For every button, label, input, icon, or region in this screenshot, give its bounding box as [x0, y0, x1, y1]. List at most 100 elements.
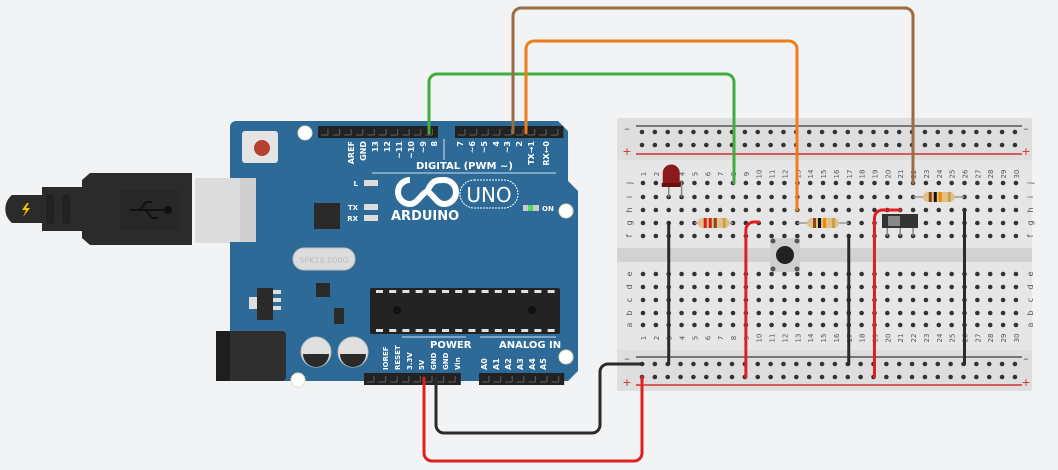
- rail-hole[interactable]: [742, 142, 748, 148]
- rail-hole[interactable]: [832, 361, 838, 367]
- hole-h25[interactable]: [949, 207, 954, 213]
- hole-i15[interactable]: [820, 194, 826, 200]
- rail-hole[interactable]: [884, 361, 889, 367]
- hole-e10[interactable]: [756, 271, 762, 277]
- header-pin[interactable]: [516, 129, 524, 136]
- rail-hole[interactable]: [639, 129, 645, 135]
- rail-hole[interactable]: [742, 129, 748, 135]
- hole-h27[interactable]: [975, 207, 980, 213]
- rail-hole[interactable]: [768, 361, 773, 367]
- hole-d25[interactable]: [949, 284, 954, 290]
- rail-hole[interactable]: [716, 142, 722, 148]
- header-pin[interactable]: [425, 129, 433, 136]
- pushbutton[interactable]: [770, 238, 800, 272]
- hole-b11[interactable]: [769, 310, 774, 316]
- hole-b2[interactable]: [653, 310, 659, 316]
- hole-d30[interactable]: [1013, 284, 1019, 290]
- hole-a30[interactable]: [1013, 322, 1019, 328]
- hole-h4[interactable]: [679, 207, 684, 213]
- hole-e29[interactable]: [1000, 271, 1006, 277]
- hole-a15[interactable]: [820, 322, 826, 328]
- rail-hole[interactable]: [922, 142, 928, 148]
- rail-hole[interactable]: [974, 142, 979, 148]
- hole-j17[interactable]: [846, 180, 852, 186]
- rail-hole[interactable]: [755, 361, 761, 367]
- hole-d24[interactable]: [936, 284, 942, 290]
- rail-hole[interactable]: [819, 129, 825, 135]
- hole-a23[interactable]: [923, 322, 929, 328]
- hole-h6[interactable]: [705, 207, 710, 213]
- header-pin[interactable]: [505, 376, 513, 383]
- rail-hole[interactable]: [665, 129, 671, 135]
- wire-red-5v[interactable]: [422, 375, 644, 463]
- hole-j30[interactable]: [1013, 180, 1019, 186]
- rail-hole[interactable]: [691, 129, 696, 135]
- rail-hole[interactable]: [768, 129, 773, 135]
- rail-hole[interactable]: [678, 374, 683, 380]
- hole-h12[interactable]: [782, 207, 787, 213]
- hole-a29[interactable]: [1000, 322, 1006, 328]
- header-pin[interactable]: [469, 129, 478, 136]
- rail-hole[interactable]: [986, 129, 992, 135]
- hole-j1[interactable]: [640, 180, 646, 186]
- header-pin[interactable]: [413, 376, 421, 383]
- hole-d6[interactable]: [705, 284, 710, 290]
- hole-c1[interactable]: [640, 297, 646, 303]
- red-led[interactable]: [661, 164, 683, 198]
- hole-b24[interactable]: [936, 310, 942, 316]
- hole-a5[interactable]: [692, 322, 697, 328]
- hole-h24[interactable]: [936, 207, 942, 213]
- hole-h23[interactable]: [923, 207, 929, 213]
- hole-b13[interactable]: [795, 310, 800, 316]
- hole-h3[interactable]: [666, 207, 672, 213]
- hole-f5[interactable]: [692, 233, 697, 239]
- rail-hole[interactable]: [806, 361, 812, 367]
- hole-j11[interactable]: [769, 180, 774, 186]
- header-pin[interactable]: [332, 129, 341, 136]
- hole-h15[interactable]: [820, 207, 826, 213]
- reset-button[interactable]: [242, 131, 278, 163]
- rail-hole[interactable]: [832, 129, 838, 135]
- rail-hole[interactable]: [986, 374, 992, 380]
- hole-c12[interactable]: [782, 297, 787, 303]
- rail-hole[interactable]: [922, 129, 928, 135]
- rail-hole[interactable]: [819, 361, 825, 367]
- hole-d29[interactable]: [1000, 284, 1006, 290]
- hole-d16[interactable]: [833, 284, 839, 290]
- hole-b29[interactable]: [1000, 310, 1006, 316]
- hole-b28[interactable]: [987, 310, 993, 316]
- hole-j21[interactable]: [897, 180, 903, 186]
- rail-hole[interactable]: [961, 129, 966, 135]
- hole-c6[interactable]: [705, 297, 710, 303]
- rail-hole[interactable]: [896, 142, 902, 148]
- rail-hole[interactable]: [909, 374, 915, 380]
- hole-d4[interactable]: [679, 284, 684, 290]
- hole-c27[interactable]: [975, 297, 980, 303]
- rail-hole[interactable]: [678, 361, 683, 367]
- hole-h18[interactable]: [859, 207, 864, 213]
- hole-g23[interactable]: [923, 220, 929, 226]
- rail-hole[interactable]: [974, 129, 979, 135]
- rail-hole[interactable]: [704, 142, 709, 148]
- hole-i1[interactable]: [640, 194, 646, 200]
- hole-c20[interactable]: [885, 297, 890, 303]
- hole-c5[interactable]: [692, 297, 697, 303]
- hole-b12[interactable]: [782, 310, 787, 316]
- hole-h16[interactable]: [833, 207, 839, 213]
- hole-e23[interactable]: [923, 271, 929, 277]
- rail-hole[interactable]: [716, 361, 722, 367]
- hole-a13[interactable]: [795, 322, 800, 328]
- rail-hole[interactable]: [974, 361, 979, 367]
- hole-e7[interactable]: [717, 271, 723, 277]
- hole-f27[interactable]: [975, 233, 980, 239]
- hole-g4[interactable]: [679, 220, 684, 226]
- hole-b8[interactable]: [730, 310, 736, 316]
- rail-hole[interactable]: [1012, 374, 1018, 380]
- hole-c11[interactable]: [769, 297, 774, 303]
- hole-h14[interactable]: [807, 207, 813, 213]
- hole-i12[interactable]: [782, 194, 787, 200]
- header-pin[interactable]: [355, 129, 364, 136]
- hole-h9[interactable]: [743, 207, 749, 213]
- hole-d10[interactable]: [756, 284, 762, 290]
- hole-b25[interactable]: [949, 310, 954, 316]
